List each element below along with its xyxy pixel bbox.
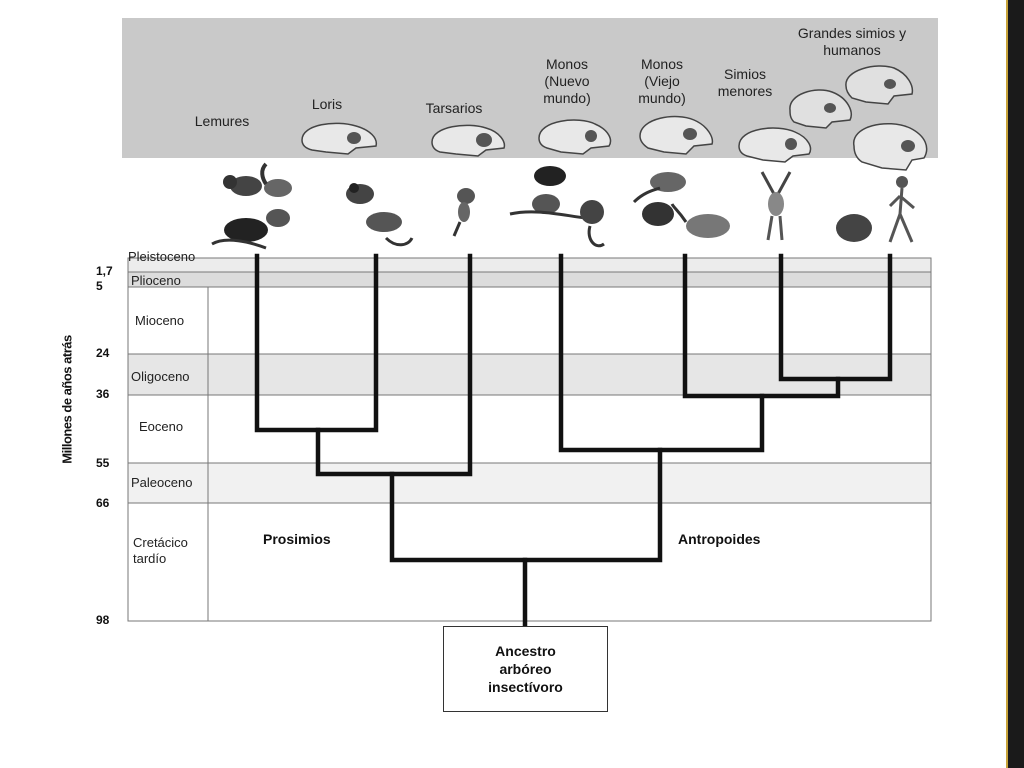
label-tarsarios: Tarsarios bbox=[425, 100, 483, 116]
phylogenetic-tree bbox=[254, 253, 893, 629]
era-label-line: Cretácico bbox=[133, 535, 188, 550]
branch-apes bbox=[778, 253, 893, 382]
era-label-pleistoceno: Pleistoceno bbox=[128, 249, 196, 264]
new-world-monkey-illustration-icon bbox=[509, 166, 605, 248]
tick-label: 5 bbox=[96, 279, 103, 293]
era-label-oligoceno: Oligoceno bbox=[131, 369, 190, 384]
label-line: mundo) bbox=[543, 90, 591, 106]
label-line: (Nuevo bbox=[544, 73, 590, 89]
ancestor-box: Ancestro arbóreo insectívoro bbox=[443, 626, 608, 712]
label-simios-menores: Simios menores bbox=[700, 66, 790, 100]
ancestor-line: Ancestro bbox=[495, 643, 556, 659]
tick-label: 36 bbox=[96, 387, 110, 401]
label-line: humanos bbox=[823, 42, 881, 58]
label-line: (Viejo bbox=[644, 73, 680, 89]
skull-banner bbox=[122, 18, 938, 158]
label-line: menores bbox=[717, 83, 773, 99]
loris-illustration-icon bbox=[346, 183, 414, 247]
tick-label: 98 bbox=[96, 613, 110, 627]
era-label-mioceno: Mioceno bbox=[135, 313, 185, 328]
label-line: Simios bbox=[723, 66, 766, 82]
skull-icon-gorilla bbox=[789, 89, 852, 129]
era-label-plioceno: Plioceno bbox=[131, 273, 181, 288]
ancestor-line: insectívoro bbox=[488, 679, 563, 695]
tick-label: 24 bbox=[96, 346, 110, 360]
skull-icon-tarsarios bbox=[431, 124, 506, 157]
great-ape-human-illustration-icon bbox=[836, 176, 915, 243]
era-band-pleistoceno bbox=[127, 257, 932, 273]
era-label-cretacico: Cretácico tardío bbox=[133, 535, 188, 567]
era-label-line: tardío bbox=[133, 551, 167, 566]
era-band-eoceno bbox=[127, 394, 932, 464]
group-label-prosimios: Prosimios bbox=[263, 531, 331, 547]
skull-icon-loris bbox=[301, 122, 378, 155]
tick-label: 55 bbox=[96, 456, 110, 470]
skull-icon-human bbox=[853, 122, 928, 171]
era-label-eoceno: Eoceno bbox=[139, 419, 184, 434]
era-band-plioceno bbox=[127, 271, 932, 288]
branch-old-world bbox=[682, 253, 841, 399]
right-border-bar bbox=[1006, 0, 1024, 768]
era-band-mioceno bbox=[127, 286, 932, 355]
skull-icon-monos-viejo bbox=[639, 115, 714, 155]
label-lemures: Lemures bbox=[194, 113, 250, 129]
era-label-paleoceno: Paleoceno bbox=[131, 475, 193, 490]
old-world-monkey-illustration-icon bbox=[632, 172, 730, 238]
tick-label: 66 bbox=[96, 496, 110, 510]
right-border-accent bbox=[1006, 0, 1008, 768]
label-monos-viejo-mundo: Monos (Viejo mundo) bbox=[619, 56, 705, 107]
skull-icon-simios-menores bbox=[738, 127, 812, 163]
era-band-oligoceno bbox=[127, 353, 932, 396]
label-loris: Loris bbox=[311, 96, 343, 112]
tick-label: 1,7 bbox=[96, 264, 113, 278]
label-line: Grandes simios y bbox=[797, 25, 907, 41]
label-line: mundo) bbox=[638, 90, 686, 106]
ancestor-line: arbóreo bbox=[499, 661, 552, 677]
label-grandes-simios: Grandes simios y humanos bbox=[770, 25, 934, 59]
label-line: Monos bbox=[640, 56, 684, 72]
label-monos-nuevo-mundo: Monos (Nuevo mundo) bbox=[522, 56, 612, 107]
group-label-antropoides: Antropoides bbox=[678, 531, 761, 547]
label-line: Monos bbox=[545, 56, 589, 72]
y-axis-label: Millones de años atrás bbox=[59, 335, 75, 464]
skull-icon-chimp bbox=[845, 65, 914, 105]
era-band-paleoceno bbox=[127, 462, 932, 504]
lemur-illustration-icon bbox=[211, 162, 292, 250]
tarsier-illustration-icon bbox=[452, 188, 475, 237]
skull-icon-monos-nuevo bbox=[538, 119, 612, 155]
gibbon-illustration-icon bbox=[760, 171, 792, 241]
